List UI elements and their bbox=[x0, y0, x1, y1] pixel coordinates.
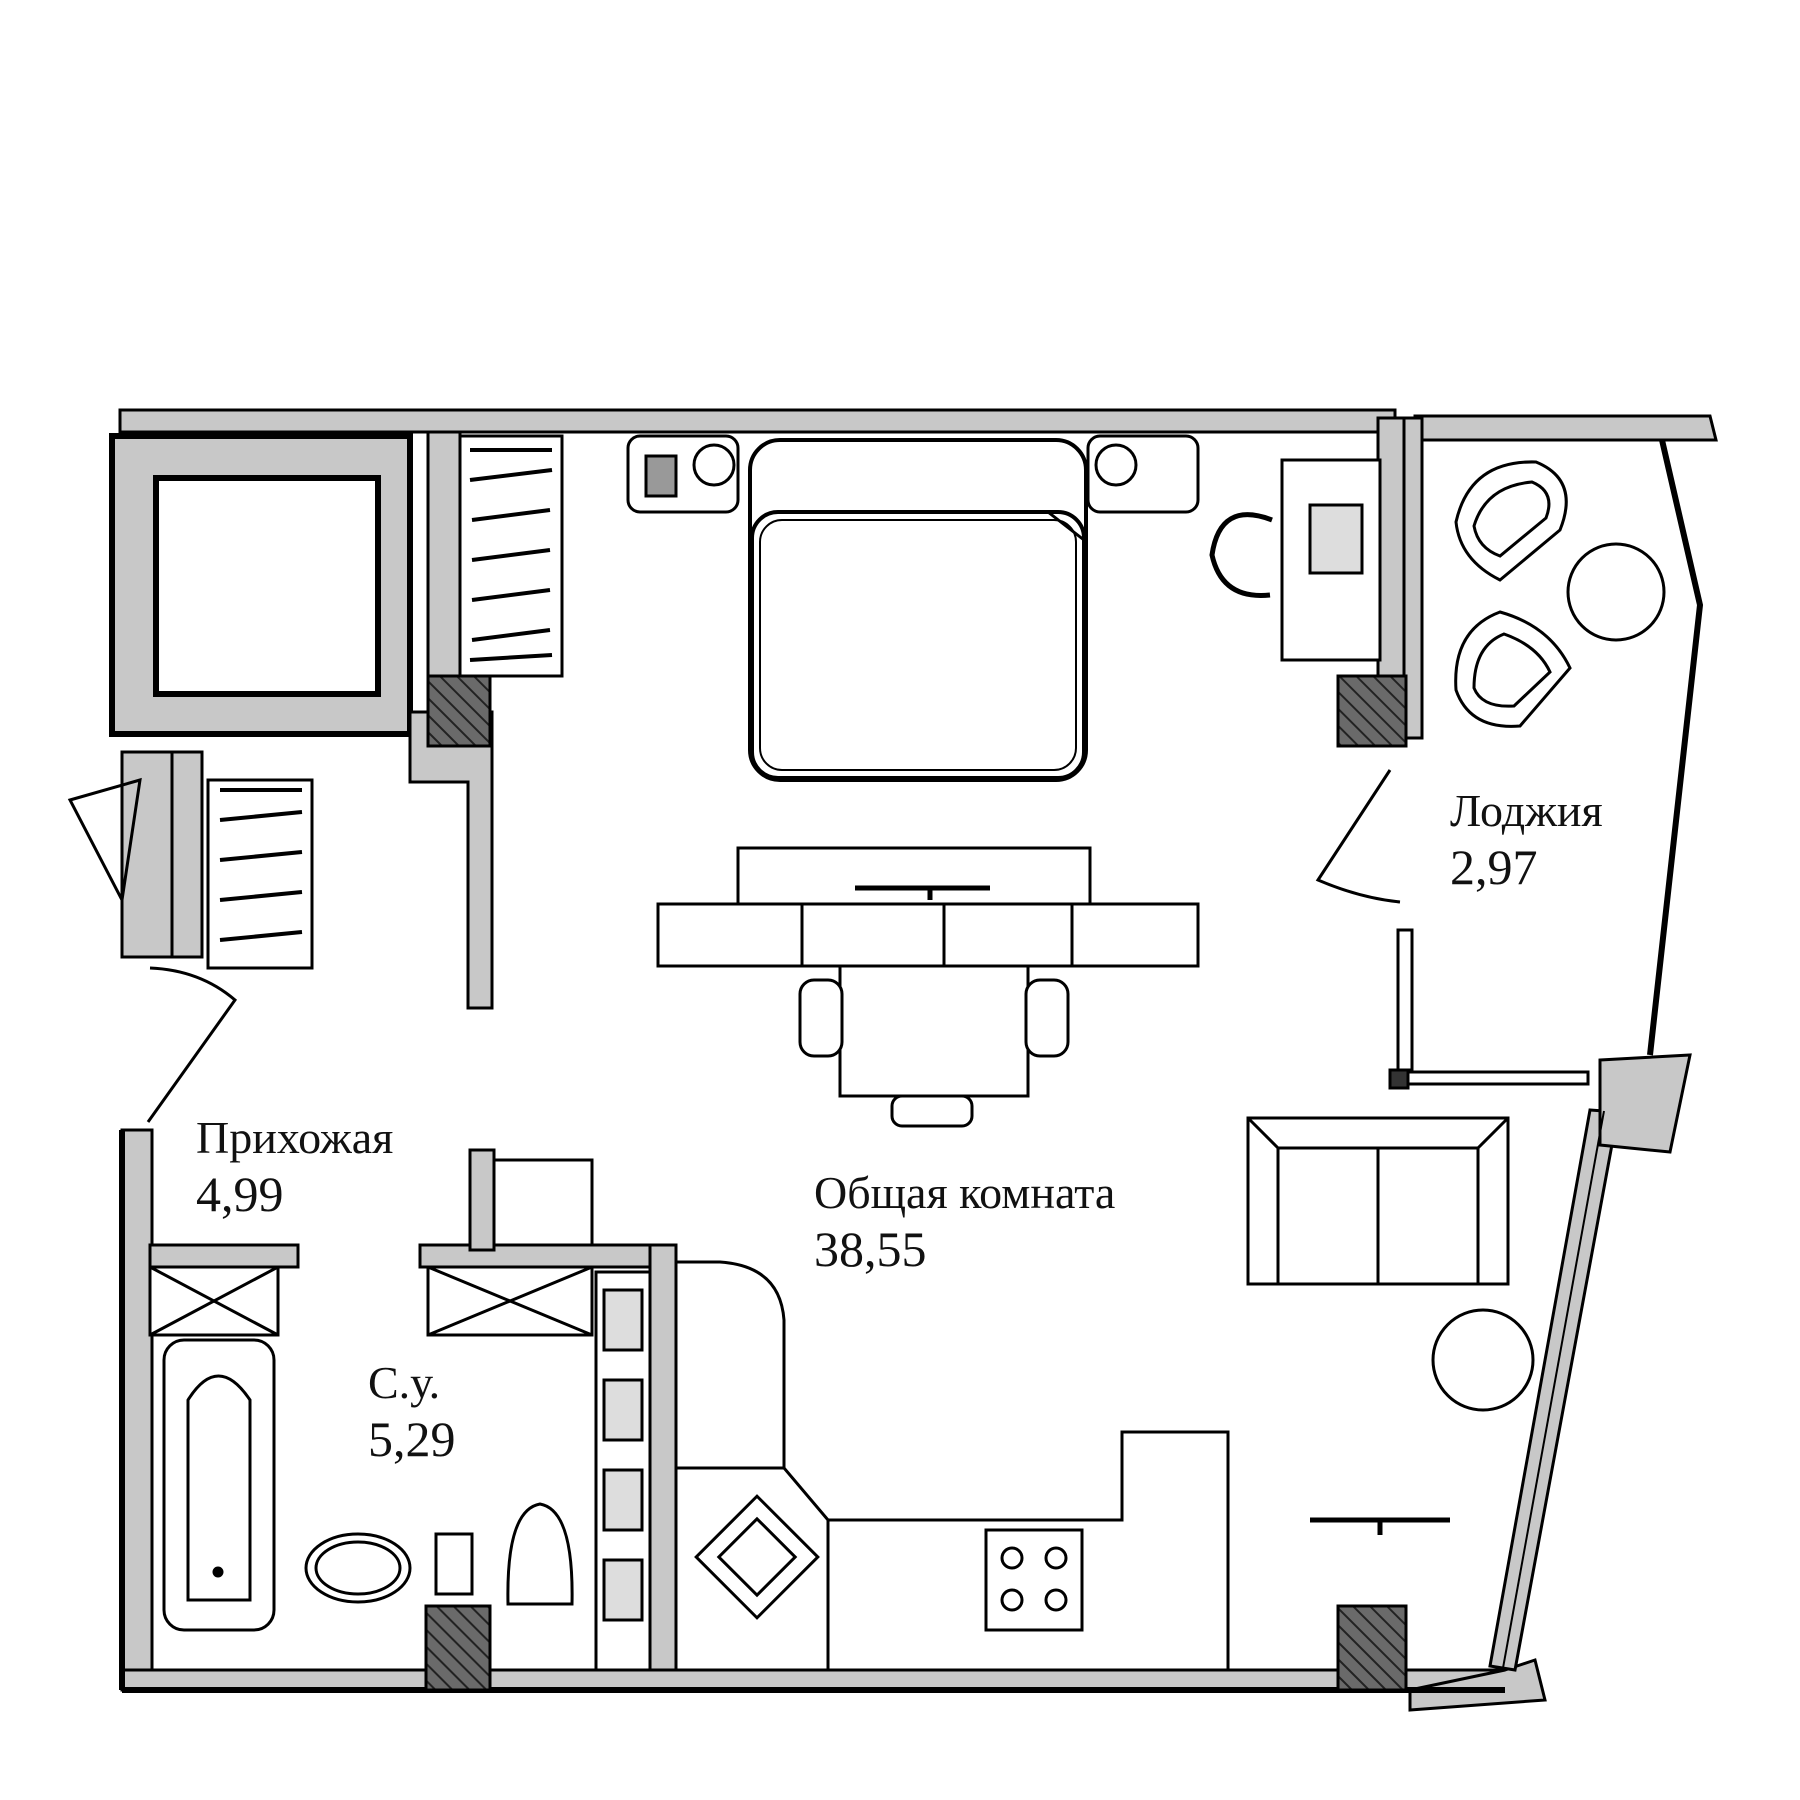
wall-loggia-partition-2 bbox=[1402, 416, 1424, 740]
bed-icon bbox=[748, 438, 1088, 782]
wardrobe-hangers bbox=[219, 448, 553, 942]
tv-icon bbox=[855, 885, 990, 900]
wall-loggia-partition bbox=[1376, 416, 1406, 720]
stove-icon bbox=[984, 1528, 1084, 1632]
room-area: 4,99 bbox=[196, 1166, 284, 1222]
outline bbox=[119, 439, 1704, 1693]
column-3 bbox=[424, 1604, 492, 1692]
room-area: 38,55 bbox=[814, 1221, 927, 1277]
room-label-hall: Прихожая 4,99 bbox=[196, 1110, 393, 1222]
doors[interactable] bbox=[67, 769, 1401, 1123]
vent-boxes bbox=[148, 1265, 594, 1337]
room-area: 2,97 bbox=[1450, 839, 1538, 895]
bath-door-box bbox=[492, 1158, 594, 1247]
room-name: Прихожая bbox=[196, 1112, 394, 1163]
room-label-loggia: Лоджия 2,97 bbox=[1450, 783, 1603, 895]
desk-icon bbox=[1209, 458, 1382, 662]
wall-entry-upper bbox=[120, 750, 176, 959]
room-label-living: Общая комната 38,55 bbox=[814, 1165, 1115, 1277]
room-area: 5,29 bbox=[368, 1411, 456, 1467]
armchair-icon bbox=[1454, 460, 1572, 728]
chair-icon bbox=[1209, 512, 1273, 598]
columns bbox=[424, 674, 1408, 1692]
wall-bath-top-left bbox=[148, 1243, 300, 1269]
wall-shaft-right bbox=[426, 430, 462, 714]
loggia-glass-partition bbox=[1388, 928, 1590, 1090]
table-icon bbox=[656, 846, 1200, 1128]
sink-icon bbox=[304, 1532, 412, 1604]
door-loggia[interactable] bbox=[1315, 769, 1401, 904]
loggia-outer-wall bbox=[1647, 439, 1704, 1056]
wall-bath-stub bbox=[468, 1148, 496, 1252]
column-1 bbox=[426, 674, 492, 748]
wall-entry-lower bbox=[120, 1128, 154, 1692]
facade-window bbox=[1488, 1053, 1692, 1672]
round-table-icon bbox=[1431, 1308, 1535, 1412]
nightstands bbox=[626, 434, 1200, 514]
room-name: Общая комната bbox=[814, 1167, 1116, 1218]
toilet-icon bbox=[434, 1502, 574, 1606]
wall-top bbox=[118, 408, 1397, 434]
loggia-round-table bbox=[1566, 542, 1666, 642]
kitchen-counter bbox=[674, 1260, 1230, 1672]
wall-closet-upper bbox=[408, 710, 494, 1010]
column-4 bbox=[1336, 1604, 1408, 1692]
wall-bottom-right bbox=[1408, 1658, 1547, 1712]
kitchen-sink-icon bbox=[694, 1494, 820, 1620]
wall-bath-top-right bbox=[418, 1243, 672, 1269]
door-icon[interactable] bbox=[67, 777, 142, 905]
room-label-bath: С.у. 5,29 bbox=[368, 1355, 456, 1467]
tv-stand bbox=[1310, 1517, 1450, 1535]
column-2 bbox=[1336, 674, 1408, 748]
wall-entry-closet bbox=[170, 750, 204, 959]
wall-loggia-top bbox=[1413, 414, 1718, 442]
door-entrance[interactable] bbox=[146, 966, 238, 1123]
bathtub-icon bbox=[162, 1338, 276, 1632]
room-name: Лоджия bbox=[1450, 785, 1603, 836]
wall-bath-right bbox=[648, 1243, 678, 1692]
shaft-icon bbox=[153, 475, 381, 697]
fridge-column bbox=[594, 1270, 652, 1672]
sofa-icon bbox=[1246, 1116, 1510, 1286]
room-name: С.у. bbox=[368, 1357, 441, 1408]
